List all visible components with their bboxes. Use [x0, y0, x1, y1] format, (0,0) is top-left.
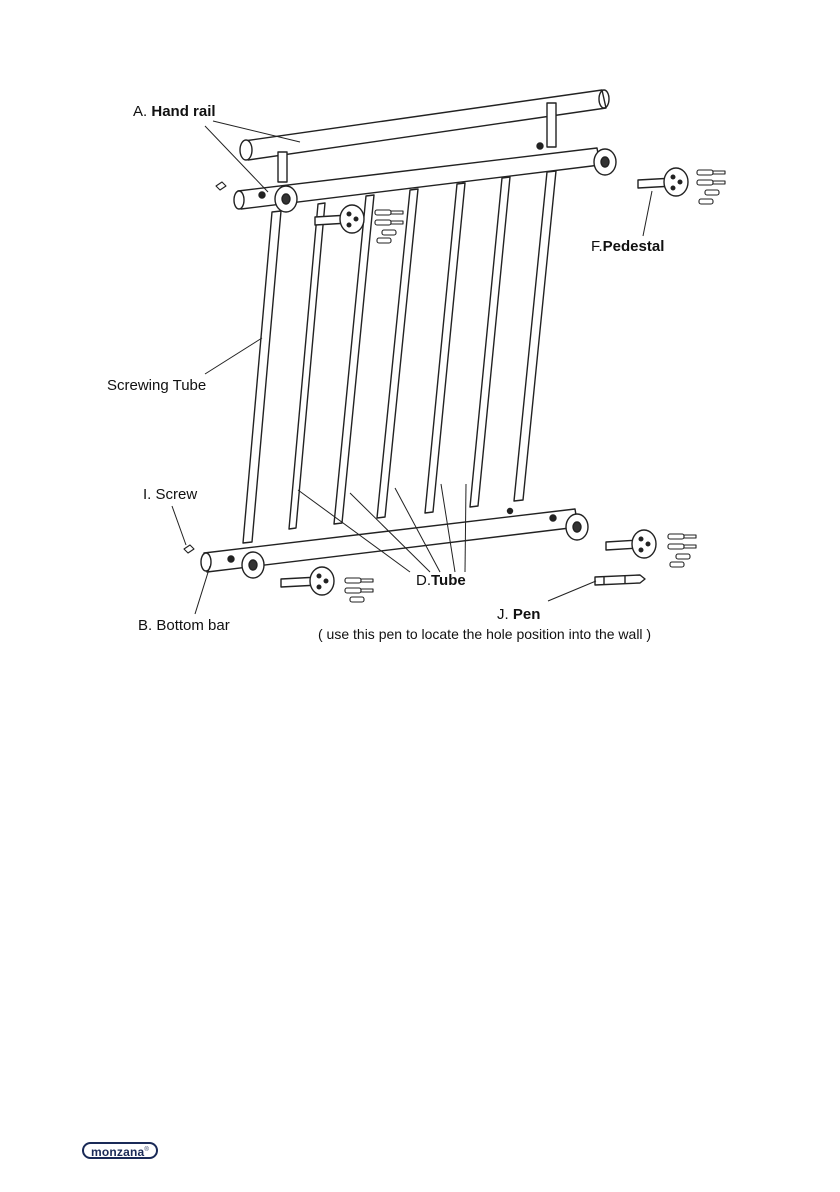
- label-tube: D.Tube: [416, 572, 466, 590]
- label-pen-text: Pen: [513, 606, 541, 623]
- brand-registered-mark: ®: [144, 1147, 149, 1153]
- label-screwing-tube-text: Screwing Tube: [107, 377, 206, 394]
- wall-plugs-upper-left: [375, 210, 403, 243]
- flange-upper-left: [275, 186, 297, 212]
- wall-plugs-upper-right: [697, 170, 725, 204]
- label-bottom-bar-text: Bottom bar: [156, 617, 229, 634]
- railing-assembly-diagram: [0, 0, 840, 700]
- leader-screwing-tube: [205, 338, 262, 374]
- flange-bottom-left: [242, 552, 264, 578]
- label-tube-prefix: D.: [416, 572, 431, 589]
- wall-plugs-bottom-right: [668, 534, 696, 567]
- label-pen: J. Pen: [497, 606, 540, 624]
- brand-logo: monzana®: [82, 1142, 158, 1159]
- tube-part-6: [514, 171, 556, 501]
- label-hand-rail: A. Hand rail: [133, 103, 216, 121]
- screwing-tube-part: [243, 211, 281, 543]
- label-screw: I. Screw: [143, 486, 197, 504]
- leader-pedestal: [643, 191, 652, 236]
- pedestal-upper-right: [638, 168, 688, 196]
- brand-logo-text: monzana: [91, 1145, 144, 1159]
- flange-bottom-right: [566, 514, 588, 540]
- screw-bottom: [184, 545, 194, 553]
- marking-pen-part: [595, 575, 645, 585]
- flange-upper-right: [594, 149, 616, 175]
- wall-plugs-bottom-left: [345, 578, 373, 602]
- tube-part-2: [334, 195, 374, 524]
- pedestal-bottom-right: [606, 530, 656, 558]
- leader-bottom-bar: [195, 566, 210, 614]
- pen-usage-note: ( use this pen to locate the hole positi…: [318, 626, 651, 642]
- tube-part-1: [289, 203, 325, 529]
- tube-part-5: [470, 177, 510, 507]
- label-bottom-bar: B. Bottom bar: [138, 617, 230, 635]
- leader-pen: [548, 581, 596, 601]
- hand-rail-post-right: [547, 103, 556, 147]
- label-pedestal-prefix: F.: [591, 238, 603, 255]
- leader-tube-5: [465, 484, 466, 572]
- tube-part-4: [425, 183, 465, 513]
- hand-rail-post-left: [278, 152, 287, 182]
- label-bottom-bar-prefix: B.: [138, 617, 152, 634]
- label-pedestal: F.Pedestal: [591, 238, 664, 256]
- label-hand-rail-text: Hand rail: [151, 103, 215, 120]
- label-pen-prefix: J.: [497, 606, 509, 623]
- label-screw-prefix: I.: [143, 486, 151, 503]
- pedestal-bottom-left: [281, 567, 334, 595]
- label-pedestal-text: Pedestal: [603, 238, 665, 255]
- label-screw-text: Screw: [156, 486, 198, 503]
- leader-screw: [172, 506, 186, 545]
- label-hand-rail-prefix: A.: [133, 103, 147, 120]
- label-tube-text: Tube: [431, 572, 466, 589]
- label-screwing-tube: Screwing Tube: [107, 377, 206, 395]
- screw-upper: [216, 182, 226, 190]
